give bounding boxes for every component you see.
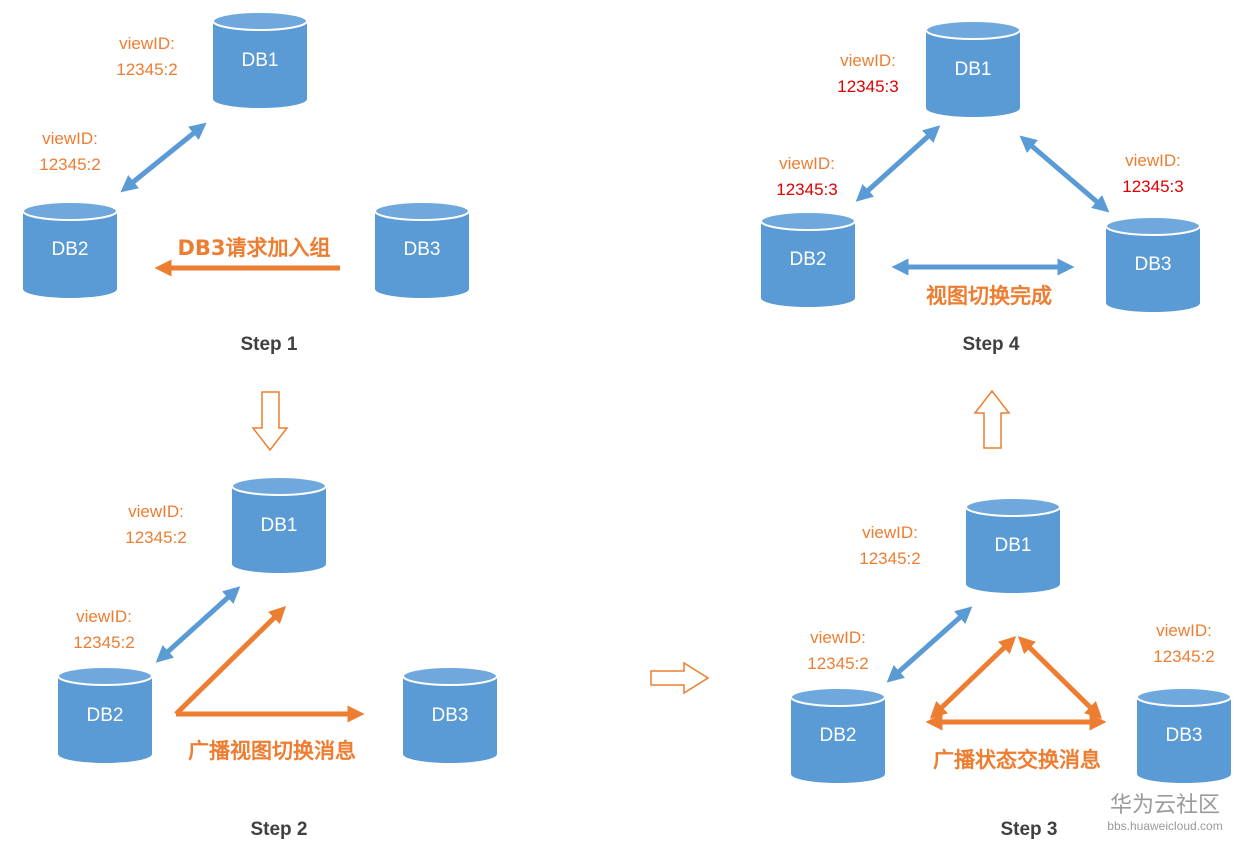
step2-db3-label: DB3 <box>432 705 469 726</box>
step4-db3-label: DB3 <box>1135 254 1172 275</box>
step3-db1-viewid-value: 12345:2 <box>859 549 920 568</box>
step4-db3-cylinder: DB3 <box>1105 216 1201 312</box>
step2-broadcast-arrow-to-db1 <box>174 606 287 716</box>
step3-db1-label: DB1 <box>995 535 1032 556</box>
step2-db2-label: DB2 <box>87 705 124 726</box>
step1-db3-cylinder: DB3 <box>374 201 470 298</box>
step1-db2-viewid-label: viewID: <box>42 129 98 148</box>
step1-db3-label: DB3 <box>404 239 441 260</box>
step3-db3-cylinder: DB3 <box>1136 687 1232 783</box>
step4-db2-viewid-label: viewID: <box>779 154 835 173</box>
step4-db1-label: DB1 <box>955 59 992 80</box>
step2-message: 广播视图切换消息 <box>188 739 356 763</box>
step1-title: Step 1 <box>240 334 297 355</box>
step3-sync-arrow-db1-db2 <box>886 606 973 683</box>
step4-sync-arrow-db1-db3 <box>1019 135 1110 213</box>
step2-db2-cylinder: DB2 <box>57 666 153 763</box>
step3-db3-label: DB3 <box>1166 725 1203 746</box>
step4-db1-viewid-value: 12345:3 <box>837 77 898 96</box>
step4-db2-label: DB2 <box>790 249 827 270</box>
step3-db1-cylinder: DB1 <box>965 497 1061 593</box>
step2-db3-cylinder: DB3 <box>402 666 498 763</box>
step2-db1-viewid-value: 12345:2 <box>125 528 186 547</box>
step4-title: Step 4 <box>962 334 1019 355</box>
step3-exchange-arrow-db1-db3 <box>1017 636 1103 719</box>
step1-panel: DB1 viewID: 12345:2 DB2 viewID: 12345:2 … <box>22 11 470 355</box>
step4-db1-cylinder: DB1 <box>925 20 1021 117</box>
step2-sync-arrow-db1-db2 <box>155 586 241 663</box>
step2-db1-label: DB1 <box>261 515 298 536</box>
step1-message: DB3请求加入组 <box>177 236 330 260</box>
step1-db1-viewid-value: 12345:2 <box>116 60 177 79</box>
step2-db2-viewid-value: 12345:2 <box>73 633 134 652</box>
up-arrow-icon <box>973 389 1011 449</box>
step4-panel: DB1 viewID: 12345:3 DB2 viewID: 12345:3 … <box>760 20 1201 355</box>
step3-db1-viewid-label: viewID: <box>862 523 918 542</box>
watermark: 华为云社区 bbs.huaweicloud.com <box>1107 793 1222 833</box>
step1-db1-cylinder: DB1 <box>212 11 308 108</box>
step4-message: 视图切换完成 <box>926 284 1052 308</box>
watermark-url: bbs.huaweicloud.com <box>1107 819 1222 833</box>
step3-db2-viewid-label: viewID: <box>810 628 866 647</box>
step4-db2-cylinder: DB2 <box>760 211 856 307</box>
step3-db2-cylinder: DB2 <box>790 687 886 783</box>
step4-db3-viewid-value: 12345:3 <box>1122 177 1183 196</box>
step3-message: 广播状态交换消息 <box>933 748 1101 772</box>
step4-db2-viewid-value: 12345:3 <box>776 180 837 199</box>
step2-db1-viewid-label: viewID: <box>128 502 184 521</box>
step4-db3-viewid-label: viewID: <box>1125 151 1181 170</box>
step4-sync-arrow-db1-db2 <box>855 125 941 202</box>
step1-db1-label: DB1 <box>242 50 279 71</box>
step3-db2-label: DB2 <box>820 725 857 746</box>
down-arrow-icon <box>251 391 289 452</box>
step3-db3-viewid-label: viewID: <box>1156 621 1212 640</box>
right-arrow-icon <box>650 661 710 695</box>
step1-db2-label: DB2 <box>52 239 89 260</box>
watermark-title: 华为云社区 <box>1110 793 1220 818</box>
step3-db3-viewid-value: 12345:2 <box>1153 647 1214 666</box>
step3-db2-viewid-value: 12345:2 <box>807 654 868 673</box>
step1-db2-cylinder: DB2 <box>22 201 118 298</box>
step1-sync-arrow-db1-db2 <box>120 122 207 193</box>
step4-db1-viewid-label: viewID: <box>840 51 896 70</box>
step2-title: Step 2 <box>250 819 307 840</box>
step1-db1-viewid-label: viewID: <box>119 34 175 53</box>
step1-db2-viewid-value: 12345:2 <box>39 155 100 174</box>
step2-panel: DB1 viewID: 12345:2 DB2 viewID: 12345:2 … <box>57 476 498 840</box>
step2-db1-cylinder: DB1 <box>231 476 327 573</box>
step3-panel: DB1 viewID: 12345:2 DB2 viewID: 12345:2 … <box>790 497 1232 840</box>
step3-exchange-arrow-db2-db1 <box>929 636 1017 719</box>
step2-db2-viewid-label: viewID: <box>76 607 132 626</box>
step3-title: Step 3 <box>1000 819 1057 840</box>
